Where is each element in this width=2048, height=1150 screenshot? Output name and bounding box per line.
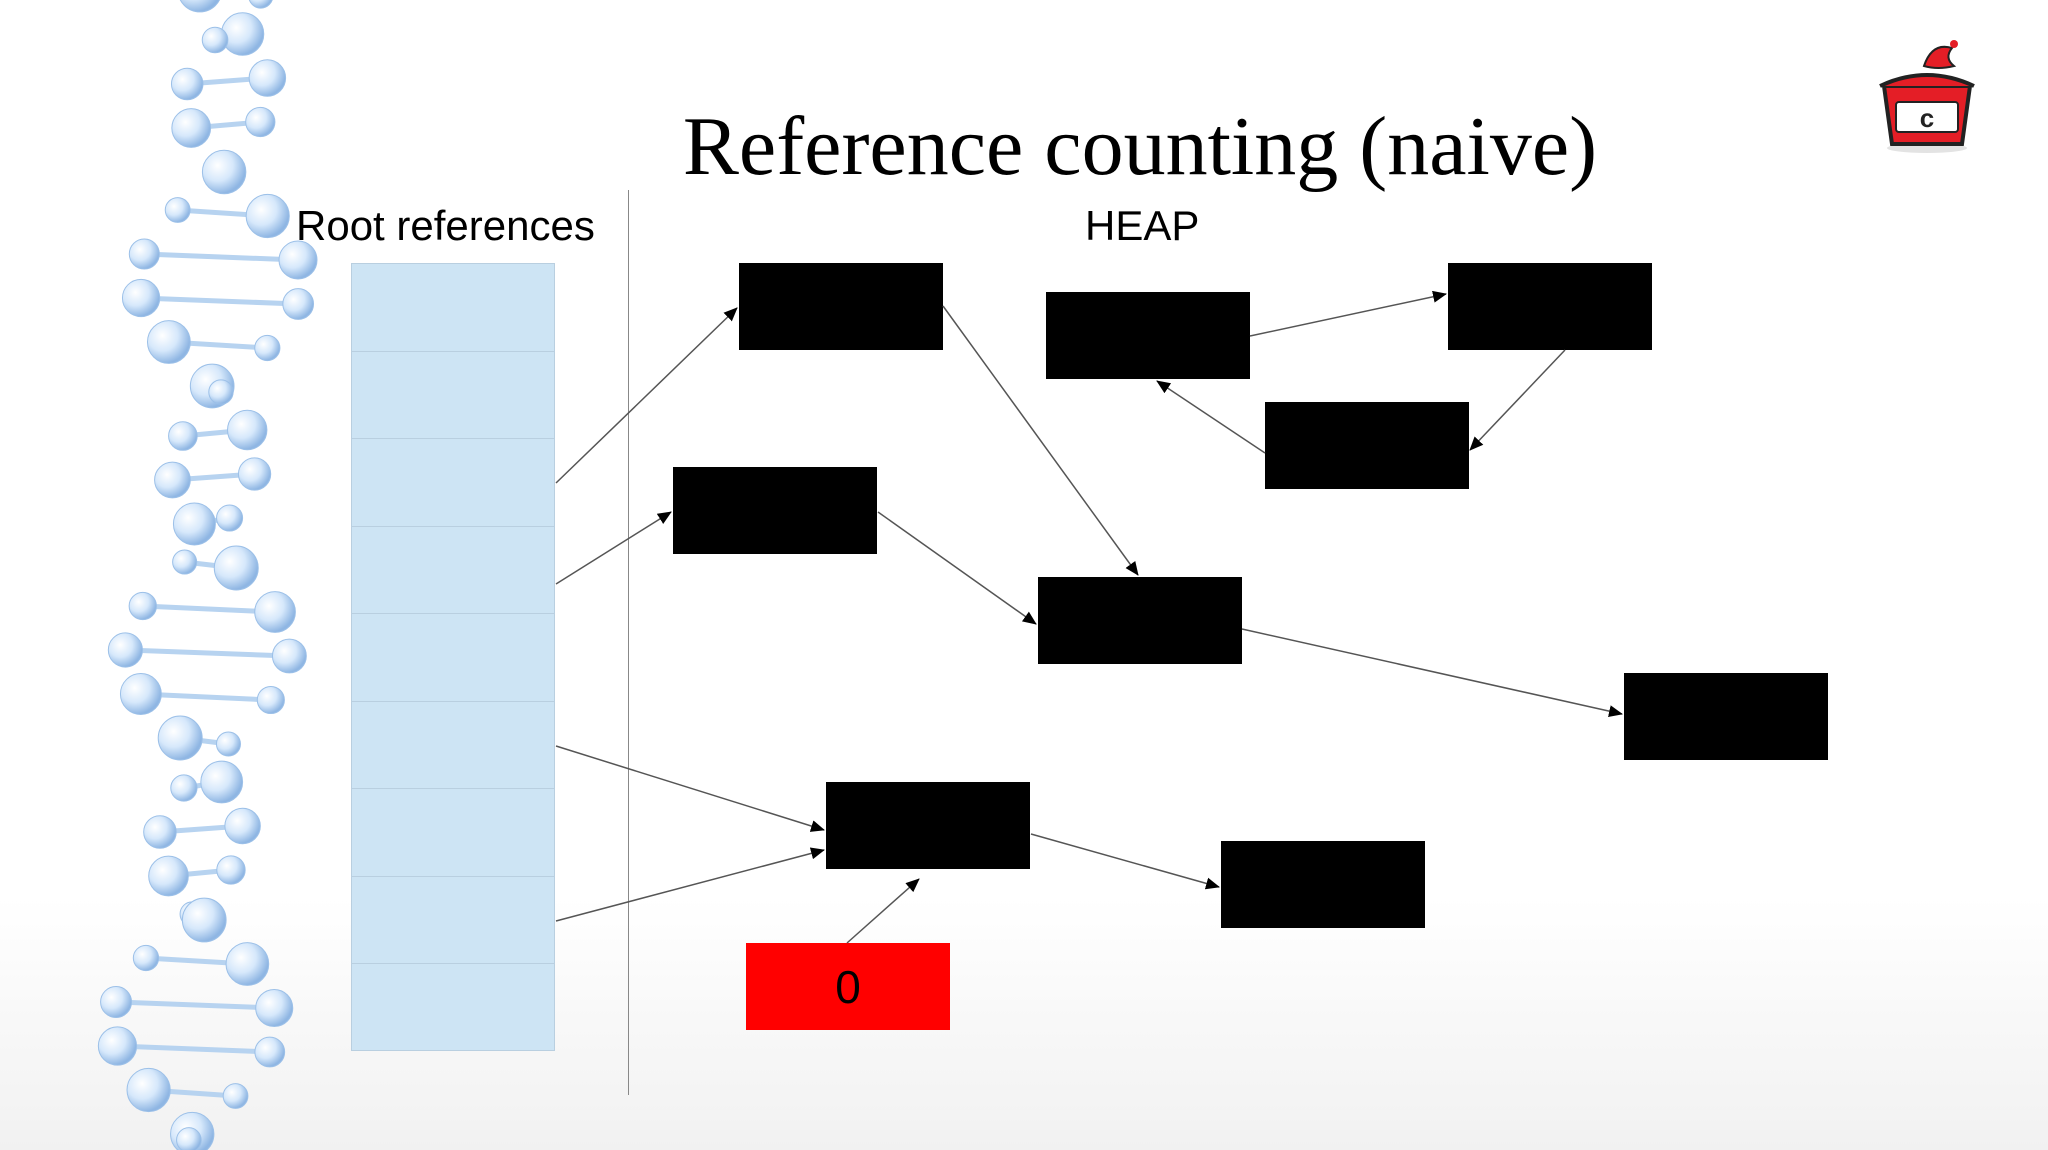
dna-helix-decoration	[97, 0, 318, 1150]
reference-arrow	[877, 511, 1037, 625]
dna-atom	[254, 1036, 286, 1068]
dna-atom	[100, 986, 133, 1018]
reference-arrow	[846, 878, 920, 944]
dna-atom	[201, 149, 247, 195]
dna-atom	[128, 238, 160, 270]
heap-object	[1448, 263, 1652, 350]
heap-object	[1221, 841, 1425, 928]
refcount-label: 0	[835, 960, 861, 1013]
dna-bond	[144, 251, 299, 263]
dna-atom	[225, 942, 270, 986]
root-slot	[351, 788, 555, 876]
dna-atom	[215, 731, 241, 757]
bucket-logo-icon: c	[1879, 40, 1975, 153]
root-references-column	[351, 263, 555, 1051]
root-references-label: Root references	[296, 202, 595, 249]
reference-arrow	[555, 745, 825, 832]
dna-atom	[179, 0, 220, 13]
dna-atom	[97, 1026, 138, 1066]
dna-atom	[157, 715, 203, 761]
root-slot	[351, 525, 555, 613]
heap-object	[1038, 577, 1242, 664]
dna-atom	[256, 685, 285, 715]
dna-bond	[115, 999, 275, 1011]
dna-atom	[172, 549, 198, 575]
dna-atom	[254, 334, 281, 362]
dna-atom	[245, 106, 276, 138]
heap-object	[1624, 673, 1828, 760]
svg-text:c: c	[1920, 103, 1934, 133]
dna-atom	[119, 673, 162, 715]
dna-atom	[213, 545, 259, 591]
dna-atom	[224, 807, 261, 845]
dna-atom	[171, 108, 212, 148]
dna-atom	[237, 457, 272, 491]
dna-atom	[216, 504, 244, 532]
root-slot	[351, 438, 555, 526]
dna-bond	[140, 295, 299, 307]
dna-bond	[142, 603, 276, 615]
dna-atom	[271, 638, 307, 674]
reference-arrow	[1241, 628, 1623, 718]
dna-atom	[248, 59, 287, 97]
dna-bond	[140, 691, 271, 703]
slide-title: Reference counting (naive)	[682, 100, 1598, 193]
heap-object	[1046, 292, 1250, 379]
dna-atom	[181, 897, 227, 943]
dna-atom	[176, 1127, 202, 1150]
dna-atom	[208, 379, 234, 405]
reference-arrow	[555, 511, 672, 585]
heap-object	[826, 782, 1030, 869]
dna-atom	[245, 193, 290, 239]
root-slot	[351, 875, 555, 963]
dna-atom	[164, 197, 191, 223]
heap-object	[1265, 402, 1469, 489]
heap-object	[739, 263, 943, 350]
reference-arrow	[1030, 833, 1220, 890]
heap-label: HEAP	[1085, 202, 1200, 249]
root-slot	[351, 263, 555, 351]
root-slot	[351, 350, 555, 438]
dna-atom	[168, 421, 198, 451]
roots-heap-divider	[628, 190, 629, 1095]
dna-atom	[107, 632, 143, 668]
reference-arrow	[1469, 349, 1566, 451]
dna-bond	[117, 1043, 270, 1055]
heap-object	[673, 467, 877, 554]
dna-atom	[222, 1083, 249, 1109]
reference-arrow	[942, 305, 1139, 576]
dna-atom	[128, 591, 157, 621]
dna-bond	[125, 647, 290, 659]
dna-atom	[143, 815, 177, 849]
dna-atom	[216, 855, 246, 885]
root-slot	[351, 963, 555, 1051]
dna-atom	[227, 409, 268, 451]
dna-atom	[254, 591, 296, 633]
dna-atom	[132, 944, 160, 972]
reference-arrow	[555, 847, 825, 922]
dna-atom	[172, 502, 216, 546]
reference-arrow	[1249, 290, 1447, 337]
dna-atom	[154, 461, 191, 499]
dna-atom	[278, 240, 318, 280]
zero-refcount-object: 0	[746, 943, 950, 1030]
reference-arrow	[1156, 380, 1266, 454]
dna-atom	[201, 26, 229, 54]
root-slot	[351, 700, 555, 788]
dna-atom	[126, 1067, 171, 1113]
dna-atom	[121, 278, 161, 318]
dna-atom	[170, 67, 204, 101]
dna-atom	[170, 774, 198, 802]
dna-atom	[248, 0, 273, 9]
root-slot	[351, 613, 555, 701]
reference-arrow	[555, 307, 738, 484]
dna-atom	[146, 320, 191, 364]
dna-atom	[282, 288, 315, 320]
dna-atom	[200, 760, 244, 804]
dna-atom	[255, 988, 294, 1028]
dna-atom	[148, 855, 189, 897]
